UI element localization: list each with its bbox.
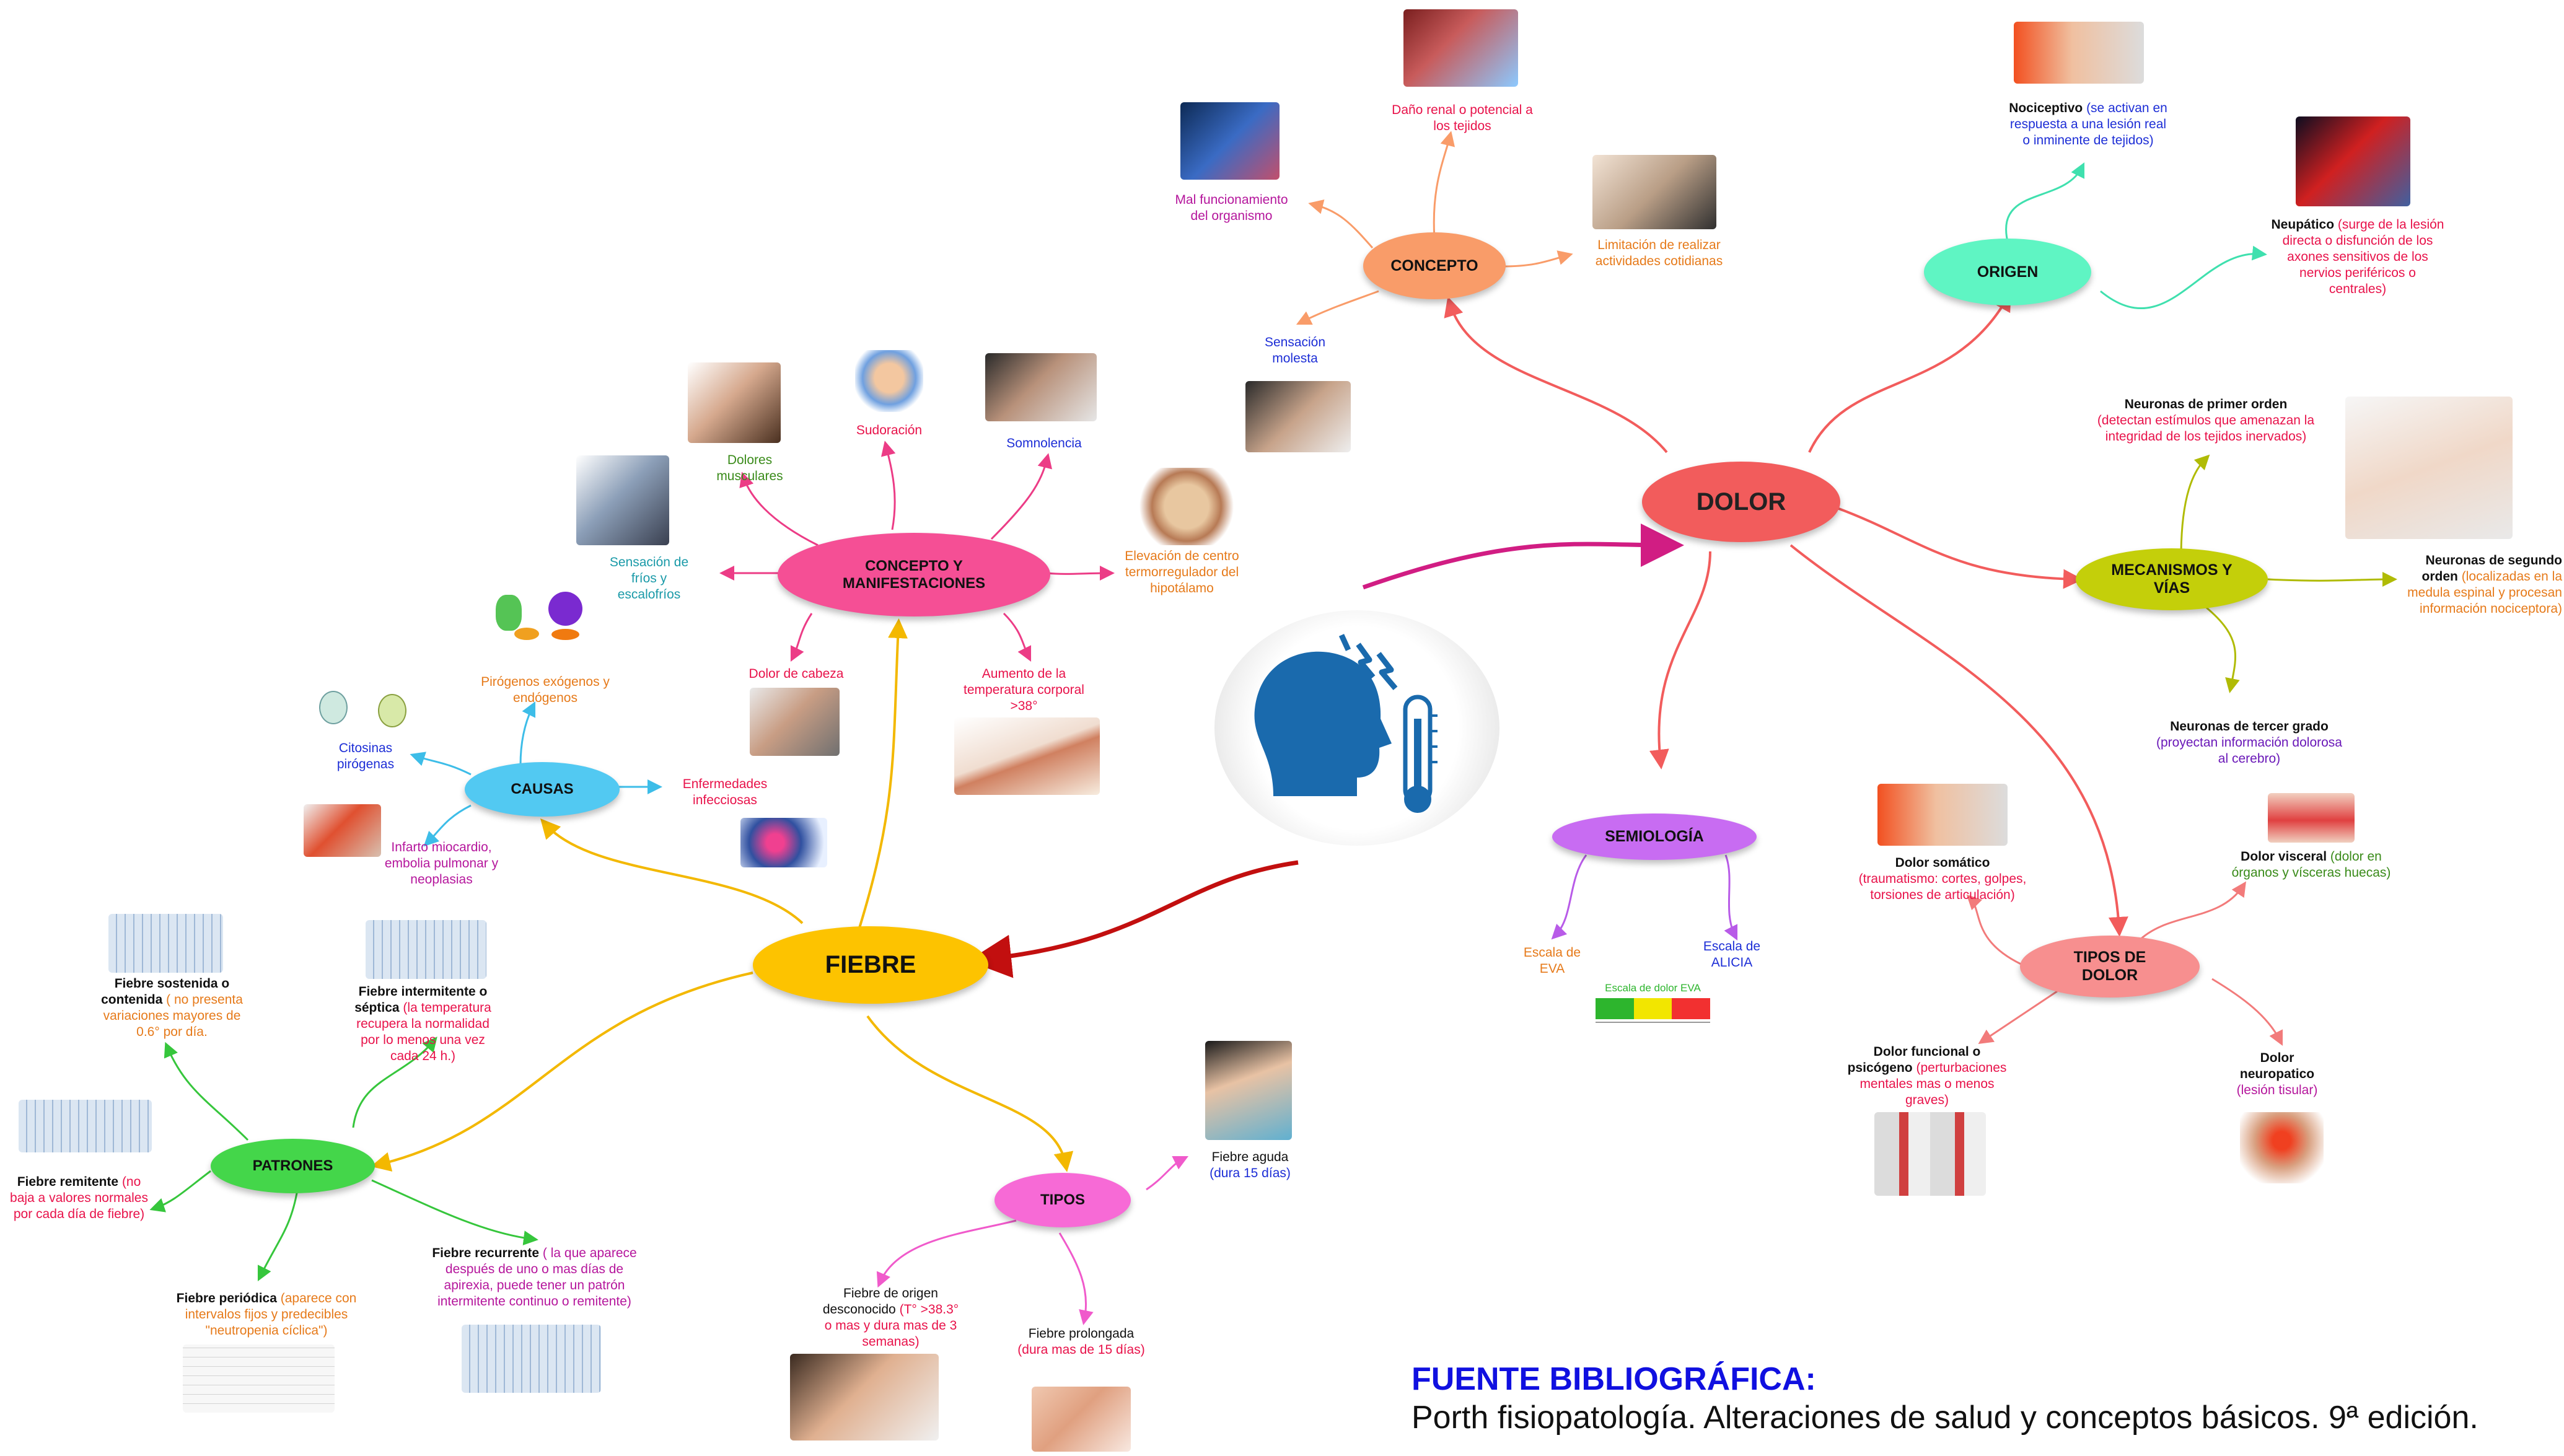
label-fiebre-aguda: Fiebre aguda(dura 15 días)	[1210, 1150, 1291, 1180]
label-nociceptivo: Nociceptivo (se activan en respuesta a u…	[2009, 101, 2167, 147]
label-dolor-neuropatico: Dolor neuropatico(lesión tisular)	[2236, 1051, 2318, 1097]
sleeping-child-image	[1032, 1387, 1131, 1452]
pyrogens-image	[490, 592, 589, 641]
node-dolor[interactable]: DOLOR	[1642, 462, 1840, 542]
label-fiebre-sostenida: Fiebre sostenida o contenida ( no presen…	[101, 976, 243, 1039]
label-neupatico: Neupático (surge de la lesión directa o …	[2271, 217, 2444, 296]
label-somnolencia: Somnolencia	[1006, 436, 1082, 450]
virus-image	[740, 818, 827, 867]
node-semiologia[interactable]: SEMIOLOGÍA	[1552, 814, 1757, 860]
label-sudoracion: Sudoración	[856, 423, 923, 437]
label-elevacion: Elevación de centro termorregulador del …	[1125, 549, 1239, 595]
node-concepto[interactable]: CONCEPTO	[1363, 232, 1506, 299]
label-dolor-visceral: Dolor visceral (dolor en órganos y vísce…	[2231, 849, 2391, 880]
headache-woman-image	[750, 688, 840, 756]
eva-green	[1596, 998, 1634, 1019]
thermometer-image	[954, 717, 1100, 795]
node-tipos-dolor[interactable]: TIPOS DE DOLOR	[2020, 936, 2200, 998]
label-neuronas-tercer: Neuronas de tercer grado(proyectan infor…	[2156, 719, 2342, 766]
label-fiebre-prolongada: Fiebre prolongada(dura mas de 15 días)	[1017, 1327, 1145, 1357]
fever-chart-periodica-image	[183, 1344, 335, 1413]
label-neuronas-segundo: Neuronas de segundo orden (localizadas e…	[2407, 553, 2562, 616]
sleepy-woman-image	[985, 353, 1097, 421]
body-pain-collage-image	[1874, 1112, 1986, 1196]
fever-chart-sostenida-image	[108, 914, 223, 973]
eva-scale-image: Escala de dolor EVA	[1596, 982, 1711, 1041]
nerve-pain-image	[2296, 116, 2410, 206]
woman-resting-image	[1592, 155, 1716, 229]
label-sensacion-molesta: Sensación molesta	[1264, 335, 1326, 366]
node-concepto-manifestaciones[interactable]: CONCEPTO Y MANIFESTACIONES	[778, 533, 1050, 616]
center-image	[1214, 610, 1499, 846]
fever-chart-recurrente-image	[462, 1325, 601, 1393]
label-escala-alicia: Escala de ALICIA	[1703, 939, 1761, 970]
eva-yellow	[1633, 998, 1672, 1019]
heart-attack-image	[304, 804, 381, 857]
fuente-body: Porth fisiopatología. Alteraciones de sa…	[1412, 1400, 2478, 1436]
label-dano: Daño renal o potencial a los tejidos	[1392, 103, 1533, 133]
label-fiebre-periodica: Fiebre periódica (aparece con intervalos…	[176, 1291, 357, 1338]
organs-image	[1180, 102, 1280, 180]
label-fiebre-intermitente: Fiebre intermitente o séptica (la temper…	[354, 985, 491, 1063]
eva-red	[1672, 998, 1711, 1019]
brain-hypothalamus-image	[1137, 468, 1236, 545]
man-headache-image	[1245, 381, 1351, 452]
child-fever-image	[790, 1354, 939, 1441]
label-limitacion: Limitación de realizar actividades cotid…	[1595, 238, 1723, 268]
arm-pain-image	[2014, 22, 2144, 84]
fever-chart-intermitente-image	[366, 920, 486, 979]
sick-child-image	[1205, 1041, 1292, 1140]
head-fever-thermometer-icon	[1254, 634, 1438, 813]
label-dolor-funcional: Dolor funcional o psicógeno (perturbacio…	[1847, 1045, 2007, 1107]
cold-man-image	[576, 455, 669, 545]
node-origen[interactable]: ORIGEN	[1924, 239, 2091, 305]
back-pain-image	[2240, 1112, 2324, 1183]
label-dolor-cabeza: Dolor de cabeza	[749, 667, 844, 681]
node-fiebre[interactable]: FIEBRE	[753, 926, 988, 1004]
label-fiebre-recurrente: Fiebre recurrente ( la que aparece despu…	[432, 1246, 637, 1309]
neck-pain-image	[688, 362, 781, 443]
label-mal-funcionamiento: Mal funcionamiento del organismo	[1175, 193, 1288, 223]
label-aumento-temperatura: Aumento de la temperatura corporal >38°	[964, 667, 1084, 713]
label-dolor-somatico: Dolor somático(traumatismo: cortes, golp…	[1858, 856, 2027, 902]
label-escala-eva: Escala de EVA	[1523, 945, 1581, 976]
label-citosinas: Citosinas pirógenas	[336, 741, 395, 771]
label-infarto: Infarto miocardio, embolia pulmonar y ne…	[384, 840, 499, 887]
node-patrones[interactable]: PATRONES	[211, 1139, 375, 1193]
eva-scale-title: Escala de dolor EVA	[1605, 982, 1701, 994]
sweating-cartoon-image	[855, 350, 923, 412]
label-enfermedades: Enfermedades infecciosas	[682, 777, 768, 807]
label-neuronas-primer: Neuronas de primer orden(detectan estímu…	[2097, 397, 2315, 444]
label-sensacion-frios: Sensación de fríos y escalofríos	[609, 555, 689, 602]
abdomen-pain-image	[2268, 793, 2355, 843]
kidneys-image	[1403, 9, 1518, 87]
node-causas[interactable]: CAUSAS	[465, 762, 620, 817]
fuente-title: FUENTE BIBLIOGRÁFICA:	[1412, 1361, 1816, 1397]
label-fiebre-remitente: Fiebre remitente (no baja a valores norm…	[10, 1175, 148, 1221]
cytokines-image	[316, 685, 415, 728]
label-pirogenos: Pirógenos exógenos y endógenos	[481, 675, 610, 705]
wrist-pain-image	[1877, 784, 2008, 846]
fever-chart-remitente-image	[19, 1100, 152, 1152]
node-tipos[interactable]: TIPOS	[994, 1173, 1131, 1227]
label-fiebre-origen-desconocido: Fiebre de origen desconocido (T° >38.3° …	[822, 1286, 959, 1349]
pain-pathway-diagram-image	[2345, 397, 2513, 539]
label-dolores-musculares: Dolores musculares	[716, 453, 783, 483]
node-mecanismos[interactable]: MECANISMOS Y VÍAS	[2076, 548, 2268, 610]
